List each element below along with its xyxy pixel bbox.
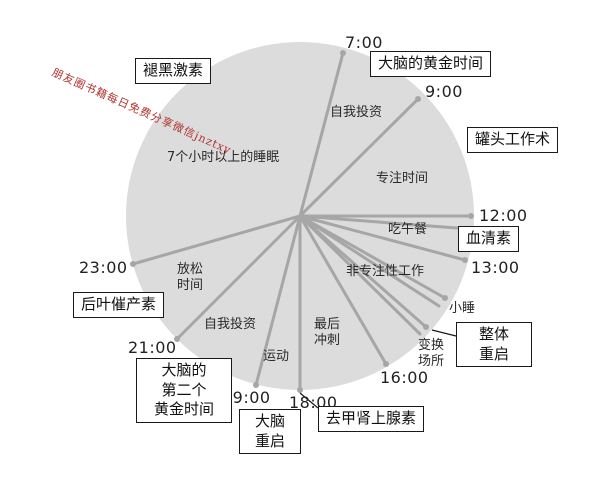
box-noradrenaline: 去甲肾上腺素 — [318, 406, 425, 432]
time-label-1600: 16:00 — [380, 368, 429, 387]
line-change-a — [298, 214, 428, 329]
time-label-1900: 19:00 — [222, 388, 271, 407]
dot-0900 — [415, 96, 421, 102]
time-label-1300: 13:00 — [471, 258, 520, 277]
segment-change-place-line1: 变换 — [418, 338, 445, 353]
box-melatonin: 褪黑激素 — [135, 58, 212, 84]
line-1600 — [298, 214, 388, 366]
segment-relax-line1: 放松 — [177, 262, 204, 277]
time-label-1200: 12:00 — [479, 206, 528, 225]
dot-1900 — [253, 382, 259, 388]
box-overall-reset: 整体 重启 — [456, 322, 532, 367]
line-1900 — [254, 214, 302, 387]
segment-nap: 小睡 — [449, 301, 476, 316]
segment-sprint-line1: 最后 — [314, 317, 341, 332]
dot-1300 — [462, 257, 468, 263]
line-2100 — [175, 214, 302, 341]
segment-lunch: 吃午餐 — [388, 222, 428, 237]
dot-2300 — [130, 261, 136, 267]
box-second-golden-line1: 大脑的 — [161, 361, 207, 379]
segment-change-place-line2: 场所 — [418, 354, 445, 370]
line-1300 — [298, 214, 467, 262]
time-label-0900: 9:00 — [425, 82, 463, 101]
dot-change — [423, 324, 429, 330]
time-label-2300: 23:00 — [79, 258, 128, 277]
segment-sleep: 7个小时以上的睡眠 — [167, 150, 280, 165]
connector-reset — [431, 329, 457, 337]
line-0700 — [298, 51, 345, 218]
box-golden-time: 大脑的黄金时间 — [370, 51, 492, 77]
segment-relax: 放松 时间 — [177, 262, 203, 295]
box-overall-reset-line1: 整体 — [478, 325, 509, 343]
line-nap-a — [298, 214, 447, 300]
segment-relax-line2: 时间 — [177, 278, 204, 294]
segment-self-invest-morning: 自我投资 — [330, 105, 383, 120]
box-overall-reset-line2: 重启 — [478, 344, 509, 363]
line-change-b — [298, 214, 422, 336]
connector-noradrenaline — [299, 392, 319, 409]
dot-1200 — [468, 213, 474, 219]
dot-1600 — [383, 361, 389, 367]
box-serotonin: 血清素 — [458, 226, 520, 252]
box-canned-work: 罐头工作术 — [467, 127, 559, 153]
line-nap-b — [298, 214, 441, 308]
box-brain-reset: 大脑 重启 — [239, 409, 301, 454]
box-second-golden-line3: 黄金时间 — [153, 400, 214, 418]
segment-focus: 专注时间 — [376, 171, 429, 186]
dot-nap — [442, 295, 448, 301]
line-2300 — [131, 214, 302, 266]
segment-exercise: 运动 — [263, 349, 290, 364]
box-brain-reset-line2: 重启 — [254, 431, 285, 450]
segment-self-invest-evening: 自我投资 — [204, 317, 257, 332]
box-second-golden-line2: 第二个 — [161, 380, 207, 399]
segment-sprint: 最后 冲刺 — [314, 317, 340, 350]
time-label-2100: 21:00 — [128, 338, 177, 357]
segment-sprint-line2: 冲刺 — [314, 333, 341, 349]
dot-0700 — [340, 50, 346, 56]
box-oxytocin: 后叶催产素 — [73, 292, 165, 318]
dot-2100 — [174, 336, 180, 342]
segment-unfocused: 非专注性工作 — [346, 264, 425, 279]
box-second-golden-time: 大脑的 第二个 黄金时间 — [136, 358, 232, 423]
line-1230 — [298, 214, 472, 231]
line-0900 — [298, 97, 420, 218]
dot-1800 — [297, 387, 303, 393]
time-label-0700: 7:00 — [345, 33, 383, 52]
segment-change-place: 变换 场所 — [418, 338, 444, 371]
box-brain-reset-line1: 大脑 — [254, 412, 285, 430]
